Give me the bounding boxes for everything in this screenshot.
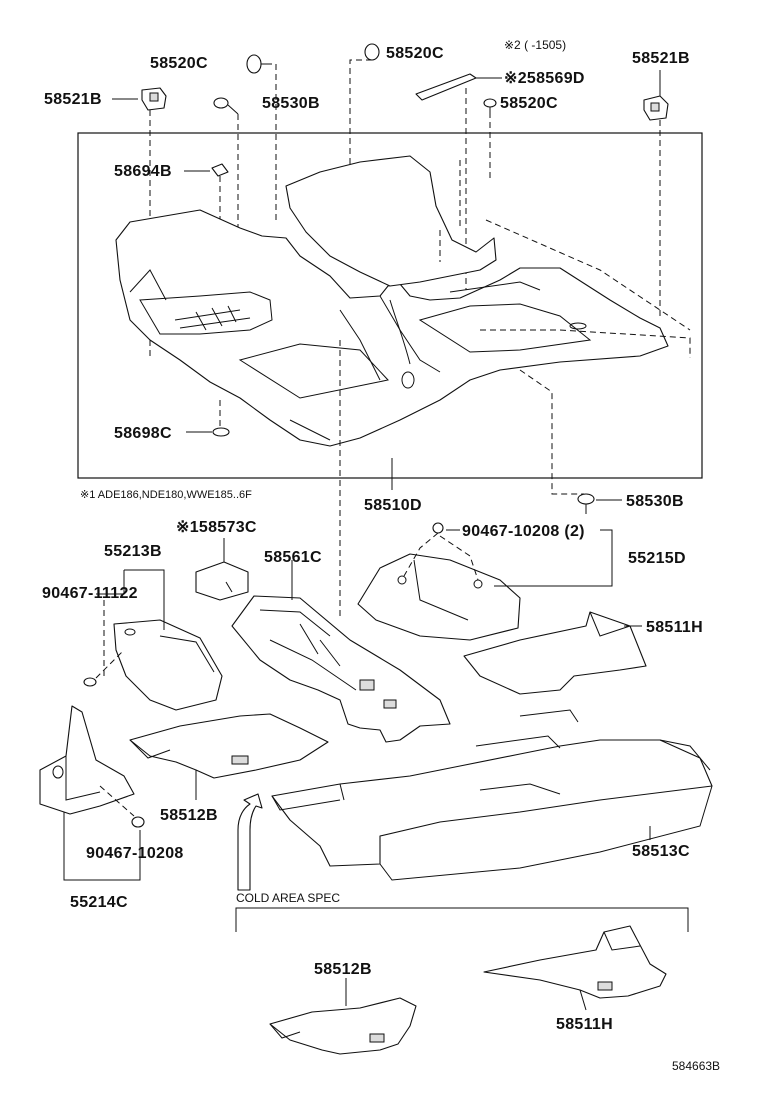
label-58561C: 58561C [264,549,322,566]
clip-58694B [211,163,229,177]
label-58512B-cold: 58512B [314,961,372,978]
floor-carpet-58510D [115,155,669,447]
mat-58512B [129,713,329,779]
insulator-58561C [231,595,451,743]
label-58698C: 58698C [114,425,172,442]
label-diagram-id: 584663B [672,1059,720,1073]
carpet-frame [77,132,703,479]
label-55214C: 55214C [70,894,128,911]
label-58520C-left: 58520C [150,55,208,72]
clip-58698C [212,427,230,437]
bracket-55213B [113,619,223,711]
label-58511H: 58511H [646,619,703,636]
panel-55215D [357,553,521,641]
mat-58511H-cold [483,925,667,999]
label-90467-10208: 90467-10208 [86,845,184,862]
label-55215D: 55215D [628,550,686,567]
silencer-58573C [195,561,249,601]
label-58511H-cold: 58511H [556,1016,613,1033]
label-58569D: ※258569D [504,70,585,87]
screw-58530B-top [213,97,239,115]
label-58510D: 58510D [364,497,422,514]
label-note1: ※1 ADE186,NDE180,WWE185..6F [80,489,252,501]
label-90467-11122: 90467-11122 [42,585,138,602]
label-cold-area-spec: COLD AREA SPEC [236,891,340,905]
clip-58521B-right [643,95,669,121]
clip-58520C-mid [364,43,380,61]
label-58573C: ※158573C [176,519,257,536]
label-58530B-top: 58530B [262,95,320,112]
cold-area-arrow [237,793,263,891]
label-58520C-mid: 58520C [386,45,444,62]
label-90467-10208-2: 90467-10208 (2) [462,523,585,540]
clip-58521B-left [141,87,167,111]
trim-58569D [415,73,477,101]
screw-58530B-bottom [577,493,595,514]
label-58521B-left: 58521B [44,91,102,108]
bracket-55214C [39,705,135,815]
carpet-58513C [271,709,713,881]
label-58694B: 58694B [114,163,172,180]
label-58512B: 58512B [160,807,218,824]
label-note2-range: ※2 ( -1505) [504,38,566,52]
label-58530B-bottom: 58530B [626,493,684,510]
label-58513C: 58513C [632,843,690,860]
clip-58520C-right [483,98,497,118]
mat-58511H [463,611,647,695]
label-58521B-right: 58521B [632,50,690,67]
label-55213B: 55213B [104,543,162,560]
mat-58512B-cold [269,997,417,1055]
label-58520C-right: 58520C [500,95,558,112]
